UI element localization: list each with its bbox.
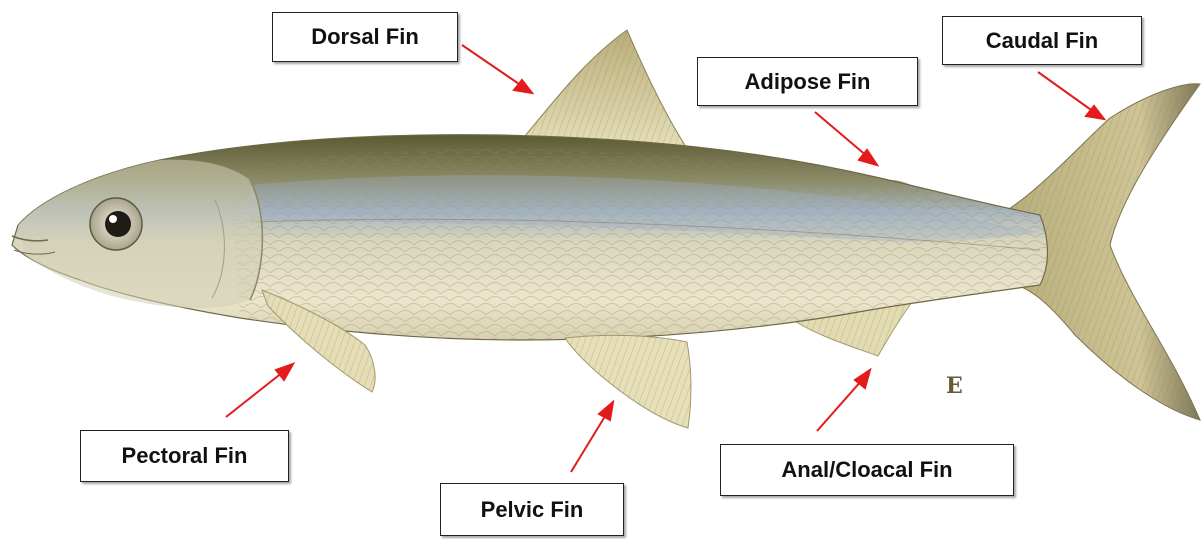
arrow-anal [817, 370, 870, 431]
arrow-pelvic [571, 402, 613, 472]
pectoral-fin-label: Pectoral Fin [80, 430, 289, 482]
anal-fin-label: Anal/Cloacal Fin [720, 444, 1014, 496]
arrow-pectoral [226, 364, 293, 417]
arrow-caudal [1038, 72, 1104, 119]
caudal-fin-label: Caudal Fin [942, 16, 1142, 65]
fish-eye [90, 198, 142, 250]
dorsal-fin [520, 30, 688, 150]
arrow-dorsal [462, 45, 532, 93]
pelvic-fin-label: Pelvic Fin [440, 483, 624, 536]
arrow-adipose [815, 112, 877, 165]
artist-signature: E [946, 373, 963, 399]
adipose-fin-label: Adipose Fin [697, 57, 918, 106]
dorsal-fin-label: Dorsal Fin [272, 12, 458, 62]
pelvic-fin [565, 335, 691, 428]
